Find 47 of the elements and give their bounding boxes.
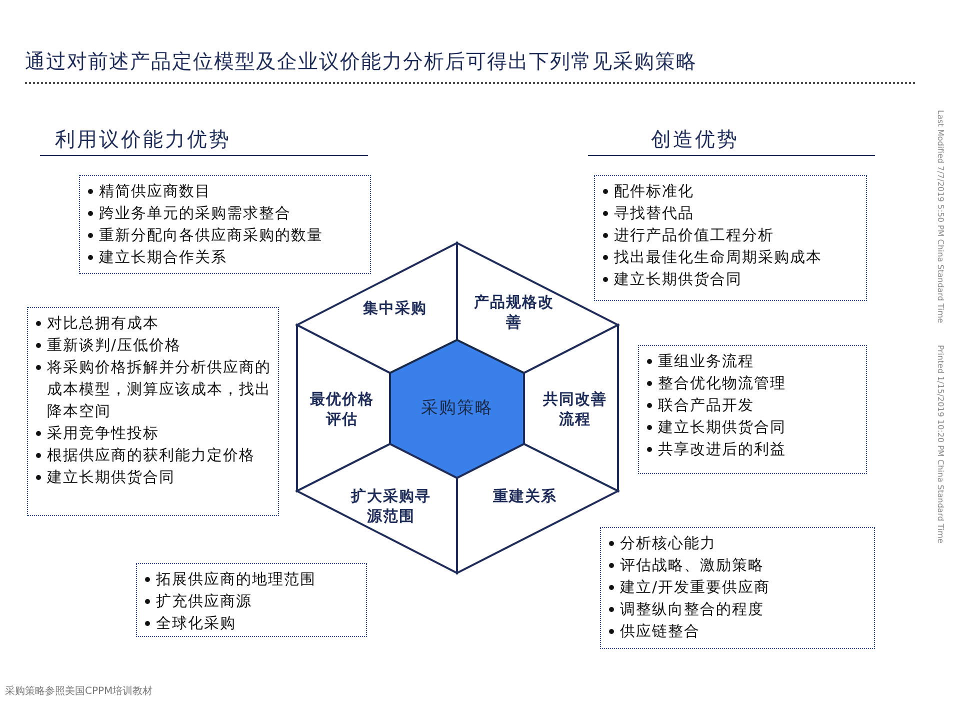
section-heading: 创造优势 bbox=[651, 126, 739, 153]
list-item: 建立/开发重要供应商 bbox=[620, 577, 770, 598]
list-item: 建立长期供货合同 bbox=[614, 269, 742, 290]
list-item: 建立长期合作关系 bbox=[99, 247, 227, 268]
list-item: 进行产品价值工程分析 bbox=[614, 225, 774, 246]
list-item: 分析核心能力 bbox=[620, 533, 716, 554]
list-item: 找出最佳化生命周期采购成本 bbox=[614, 247, 822, 268]
footer-note: 采购策略参照美国CPPM培训教材 bbox=[5, 684, 153, 698]
list-item: 采用竞争性投标 bbox=[47, 423, 159, 444]
list-item: 重新分配向各供应商采购的数量 bbox=[99, 225, 323, 246]
list-item: 重新谈判/压低价格 bbox=[47, 335, 182, 356]
segment-label: 产品规格改善 bbox=[473, 292, 555, 332]
section-heading: 利用议价能力优势 bbox=[55, 126, 231, 153]
list-item: 重组业务流程 bbox=[658, 351, 754, 372]
center-label: 采购策略 bbox=[420, 398, 494, 418]
list-item: 跨业务单元的采购需求整合 bbox=[99, 203, 291, 224]
list-item: 建立长期供货合同 bbox=[658, 417, 786, 438]
list-item: 根据供应商的获利能力定价格 bbox=[47, 445, 255, 466]
list-item: 精简供应商数目 bbox=[99, 181, 211, 202]
segment-label: 共同改善流程 bbox=[542, 389, 608, 429]
segment-label: 最优价格评估 bbox=[309, 389, 375, 429]
list-item: 整合优化物流管理 bbox=[658, 373, 786, 394]
bullet-list-box bbox=[79, 175, 371, 274]
segment-label: 集中采购 bbox=[362, 298, 428, 318]
list-item: 对比总拥有成本 bbox=[47, 313, 159, 334]
list-item: 建立长期供货合同 bbox=[47, 467, 175, 488]
list-item: 将采购价格拆解并分析供应商的成本模型，测算应该成本，找出降本空间 bbox=[47, 357, 272, 422]
list-item: 配件标准化 bbox=[614, 181, 694, 202]
bullet-list-box bbox=[136, 563, 367, 637]
list-item: 供应链整合 bbox=[620, 621, 700, 642]
title: 通过对前述产品定位模型及企业议价能力分析后可得出下列常见采购策略 bbox=[25, 48, 697, 75]
list-item: 扩充供应商源 bbox=[156, 591, 252, 612]
bullet-list-box bbox=[638, 345, 867, 474]
list-item: 全球化采购 bbox=[156, 613, 236, 634]
segment-label: 扩大采购寻源范围 bbox=[350, 486, 432, 526]
list-item: 评估战略、激励策略 bbox=[620, 555, 764, 576]
bullet-list-box bbox=[594, 175, 867, 301]
list-item: 联合产品开发 bbox=[658, 395, 754, 416]
list-item: 拓展供应商的地理范围 bbox=[156, 569, 316, 590]
bullet-list-box bbox=[600, 527, 875, 649]
list-item: 调整纵向整合的程度 bbox=[620, 599, 764, 620]
bullet-list-box bbox=[27, 307, 279, 516]
timestamp-note: Printed 1/15/2019 10:20 PM China Standard Time bbox=[936, 345, 945, 544]
segment-label: 重建关系 bbox=[492, 486, 558, 506]
list-item: 共享改进后的利益 bbox=[658, 439, 786, 460]
timestamp-note: Last Modified 7/7/2019 5:50 PM China Standard Time bbox=[936, 110, 945, 324]
list-item: 寻找替代品 bbox=[614, 203, 694, 224]
